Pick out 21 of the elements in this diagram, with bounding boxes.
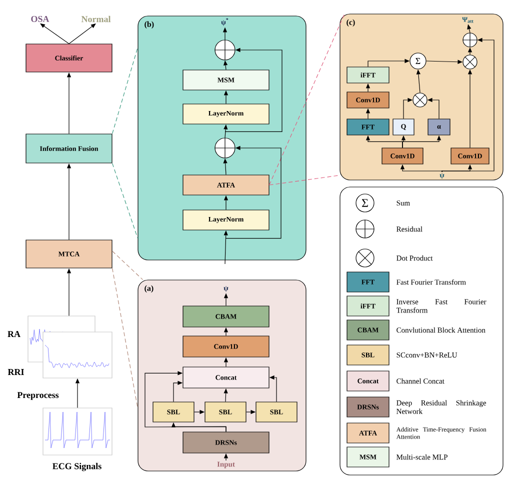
output-label: Normal (81, 16, 111, 22)
zoom-line (112, 47, 138, 134)
residual-symbol (214, 137, 236, 159)
dot-product-symbol (462, 54, 478, 70)
output-label: OSA (31, 16, 50, 22)
zoom-line (112, 163, 138, 239)
dot-product-symbol (412, 92, 428, 108)
zoom-line (112, 250, 144, 280)
zoom-line (112, 268, 138, 408)
plot-label: ECG Signals (52, 462, 102, 472)
signal-plot-drawing (42, 408, 112, 456)
arrow (68, 24, 96, 44)
plot-label: RA (8, 331, 20, 337)
signal-plot-drawing (28, 316, 112, 378)
residual-symbol (462, 32, 478, 48)
residual-symbol (214, 39, 236, 61)
edge-label: Preprocess (16, 391, 60, 401)
arrow (144, 371, 226, 432)
zoom-line (269, 13, 345, 186)
zoom-line (269, 175, 340, 186)
plot-label: RRI (8, 369, 24, 375)
